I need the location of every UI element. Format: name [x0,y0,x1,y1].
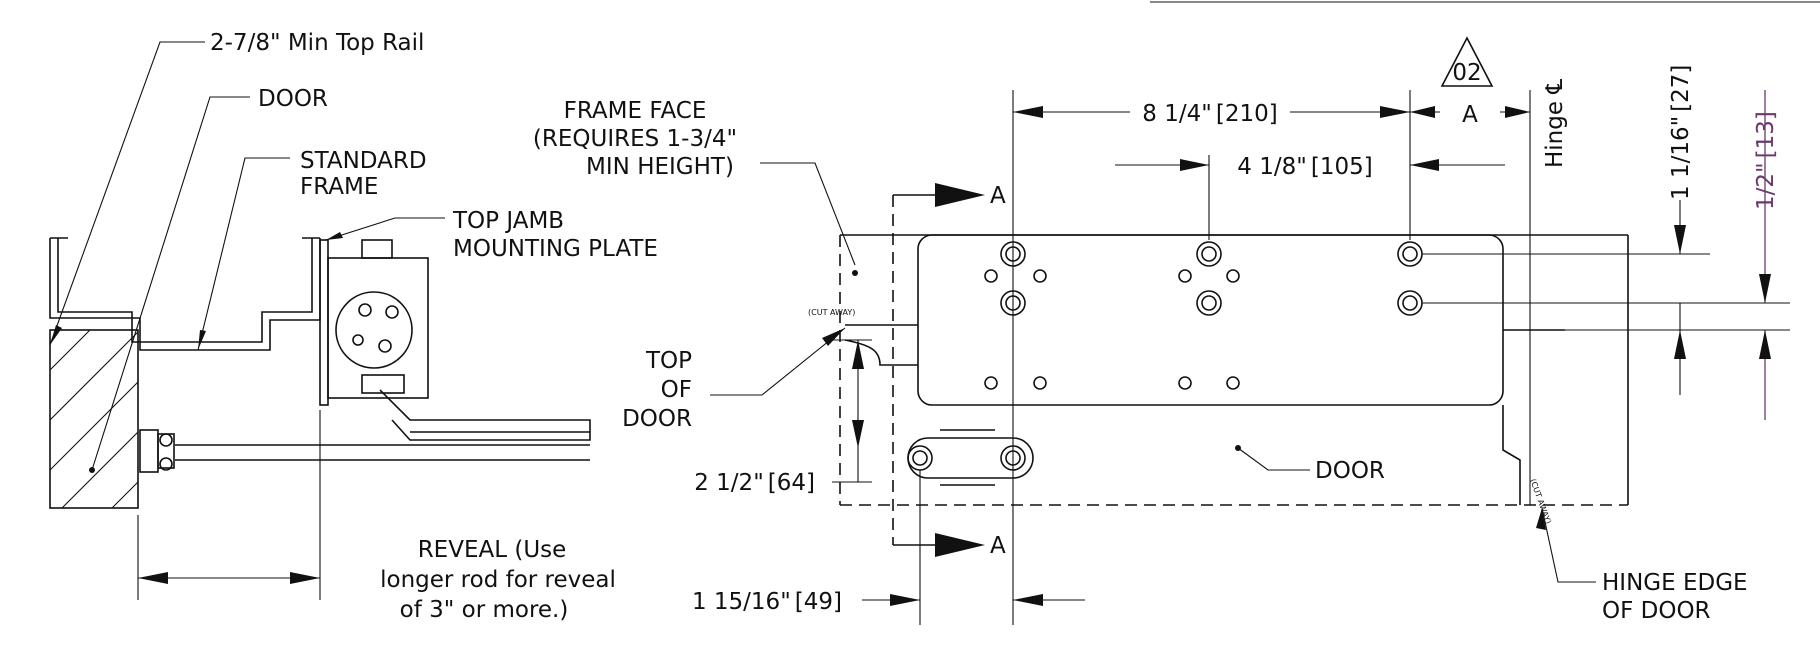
reveal-label-3: of 3" or more.) [400,597,569,623]
section-label-top: A [990,183,1006,209]
revision-marker: 02 [1452,60,1481,86]
standard-frame-label-1: STANDARD [300,148,427,174]
top-of-door-label-1: TOP [645,348,692,374]
closer-body [327,257,429,399]
leader-frame-face [760,162,856,266]
reveal-label-1: REVEAL (Use [418,537,567,563]
dim-vertical-b: 1/2" [13] [1753,111,1779,210]
top-of-door-label-2: OF [661,377,692,403]
door-bracket [139,429,159,473]
leader-frame [197,157,290,351]
leader-plate [325,217,445,241]
revision-triangle [1440,36,1494,87]
cut-away-left: (CUT AWAY) [808,308,855,317]
mounting-holes [984,241,1423,390]
frame-face-label-3: MIN HEIGHT) [586,154,734,180]
dim-bottom-value: 1 15/16" [692,589,791,615]
door-label-right: DOOR [1315,458,1385,484]
dim-vertical-a: 1 1/16" [27] [1668,65,1694,200]
reveal-label-2: longer rod for reveal [380,567,616,593]
dim-half-value: 4 1/8" [1237,154,1307,180]
section-arrow-top [935,183,985,207]
dim-half: 4 1/8"[105] [1237,154,1372,180]
mounting-plate-label-1: TOP JAMB [452,208,564,234]
frame-face-label-1: FRAME FACE [564,98,707,124]
closer-mounting-plate [917,234,1504,406]
closer-nut [361,239,393,259]
dim-overall: 8 1/4"[210] [1142,101,1277,127]
door-hatching [49,329,139,509]
dim-bottom: 1 15/16"[49] [692,589,842,615]
dim-overall-value: 8 1/4" [1142,101,1212,127]
top-rail-label: 2-7/8" Min Top Rail [210,30,424,56]
plan-view: A A (CUT AWAY) (CUT AWAY) [533,36,1790,625]
door-section [49,329,139,509]
standard-frame [49,238,321,351]
dim-bottom-mm: [49] [795,589,842,615]
dim-vertical-b-value: 1/2" [1753,162,1779,210]
section-arrow-bottom [935,533,985,557]
leader-hinge-edge [1541,507,1596,583]
dim-overall-mm: [210] [1216,101,1278,127]
dim-vertical-a-value: 1 1/16" [1668,116,1694,200]
leader-top-rail [49,41,205,346]
dim-drop-value: 2 1/2" [694,470,764,496]
closer-pinion [335,291,413,369]
frame-face-label-2: (REQUIRES 1-3/4" [533,126,737,152]
hinge-edge-label-1: HINGE EDGE [1602,570,1748,596]
leader-door-right [1237,447,1310,471]
mounting-plate [319,239,329,406]
section-label-bottom: A [990,533,1006,559]
leader-top-of-door [710,327,846,396]
dim-half-mm: [105] [1311,154,1373,180]
closer-arm [379,389,591,441]
mounting-plate-label-2: MOUNTING PLATE [453,236,658,262]
hinge-centerline-label: Hinge ℄ [1542,79,1568,168]
top-of-door-label-3: DOOR [622,406,692,432]
standard-frame-label-2: FRAME [300,174,378,200]
standard-frame-inner [57,238,313,343]
hinge-edge-label-2: OF DOOR [1602,598,1711,624]
side-section-view: 2-7/8" Min Top Rail DOOR STANDARD FRAME … [49,30,658,623]
leader-door [91,96,250,471]
dim-vertical-b-mm: [13] [1753,111,1779,158]
dim-vertical-a-mm: [27] [1668,65,1694,112]
dim-a: A [1462,102,1478,128]
door-label-left: DOOR [258,86,328,112]
dim-drop-mm: [64] [768,470,815,496]
dim-drop: 2 1/2"[64] [694,470,815,496]
